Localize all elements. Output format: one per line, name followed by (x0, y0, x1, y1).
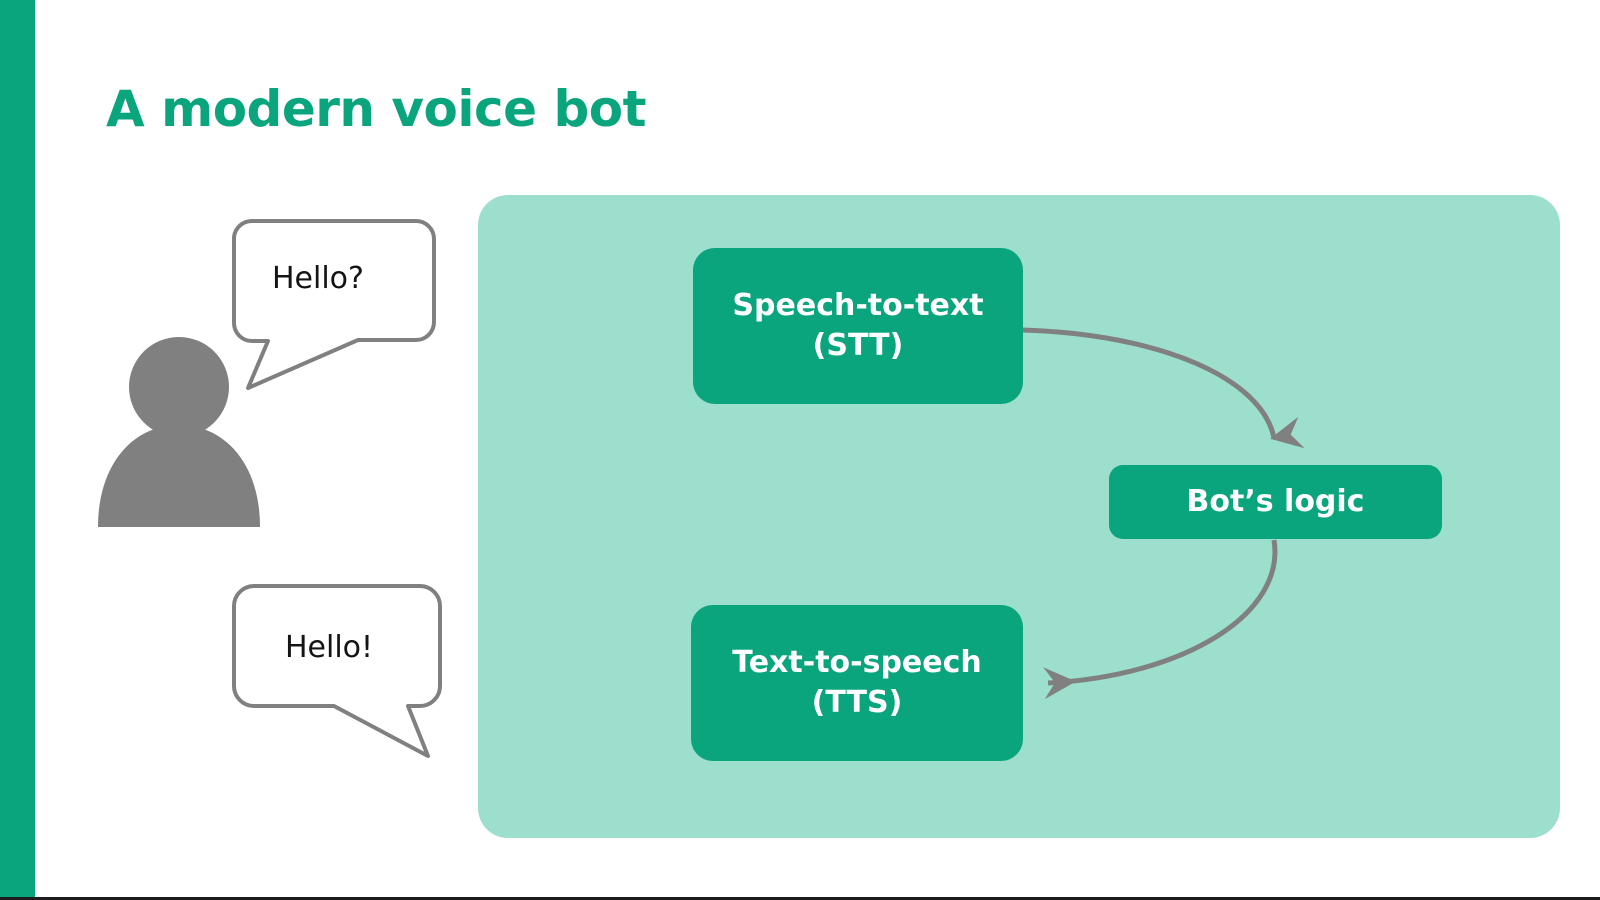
diagram-box-stt-label: Speech-to-text (STT) (732, 286, 983, 367)
diagram-box-stt[interactable]: Speech-to-text (STT) (693, 248, 1023, 404)
diagram-box-stt-line1: Speech-to-text (732, 287, 984, 323)
diagram-box-tts[interactable]: Text-to-speech (TTS) (691, 605, 1023, 761)
diagram-box-stt-line2: (STT) (812, 328, 904, 363)
diagram-box-tts-line2: (TTS) (811, 685, 903, 720)
diagram-box-tts-line1: Text-to-speech (732, 644, 982, 680)
diagram-box-tts-label: Text-to-speech (TTS) (732, 643, 982, 724)
bottom-rule (0, 897, 1600, 900)
diagram-box-logic-label: Bot’s logic (1186, 483, 1365, 519)
speech-bubble-bot (232, 584, 442, 758)
diagram-box-logic[interactable]: Bot’s logic (1109, 465, 1442, 539)
speech-bubble-user (232, 218, 436, 390)
left-accent-bar (0, 0, 35, 897)
page-title: A modern voice bot (106, 80, 647, 138)
speech-bubble-bot-label: Hello! (285, 630, 374, 665)
person-silhouette-icon (98, 337, 260, 527)
speech-bubble-user-label: Hello? (272, 261, 364, 296)
